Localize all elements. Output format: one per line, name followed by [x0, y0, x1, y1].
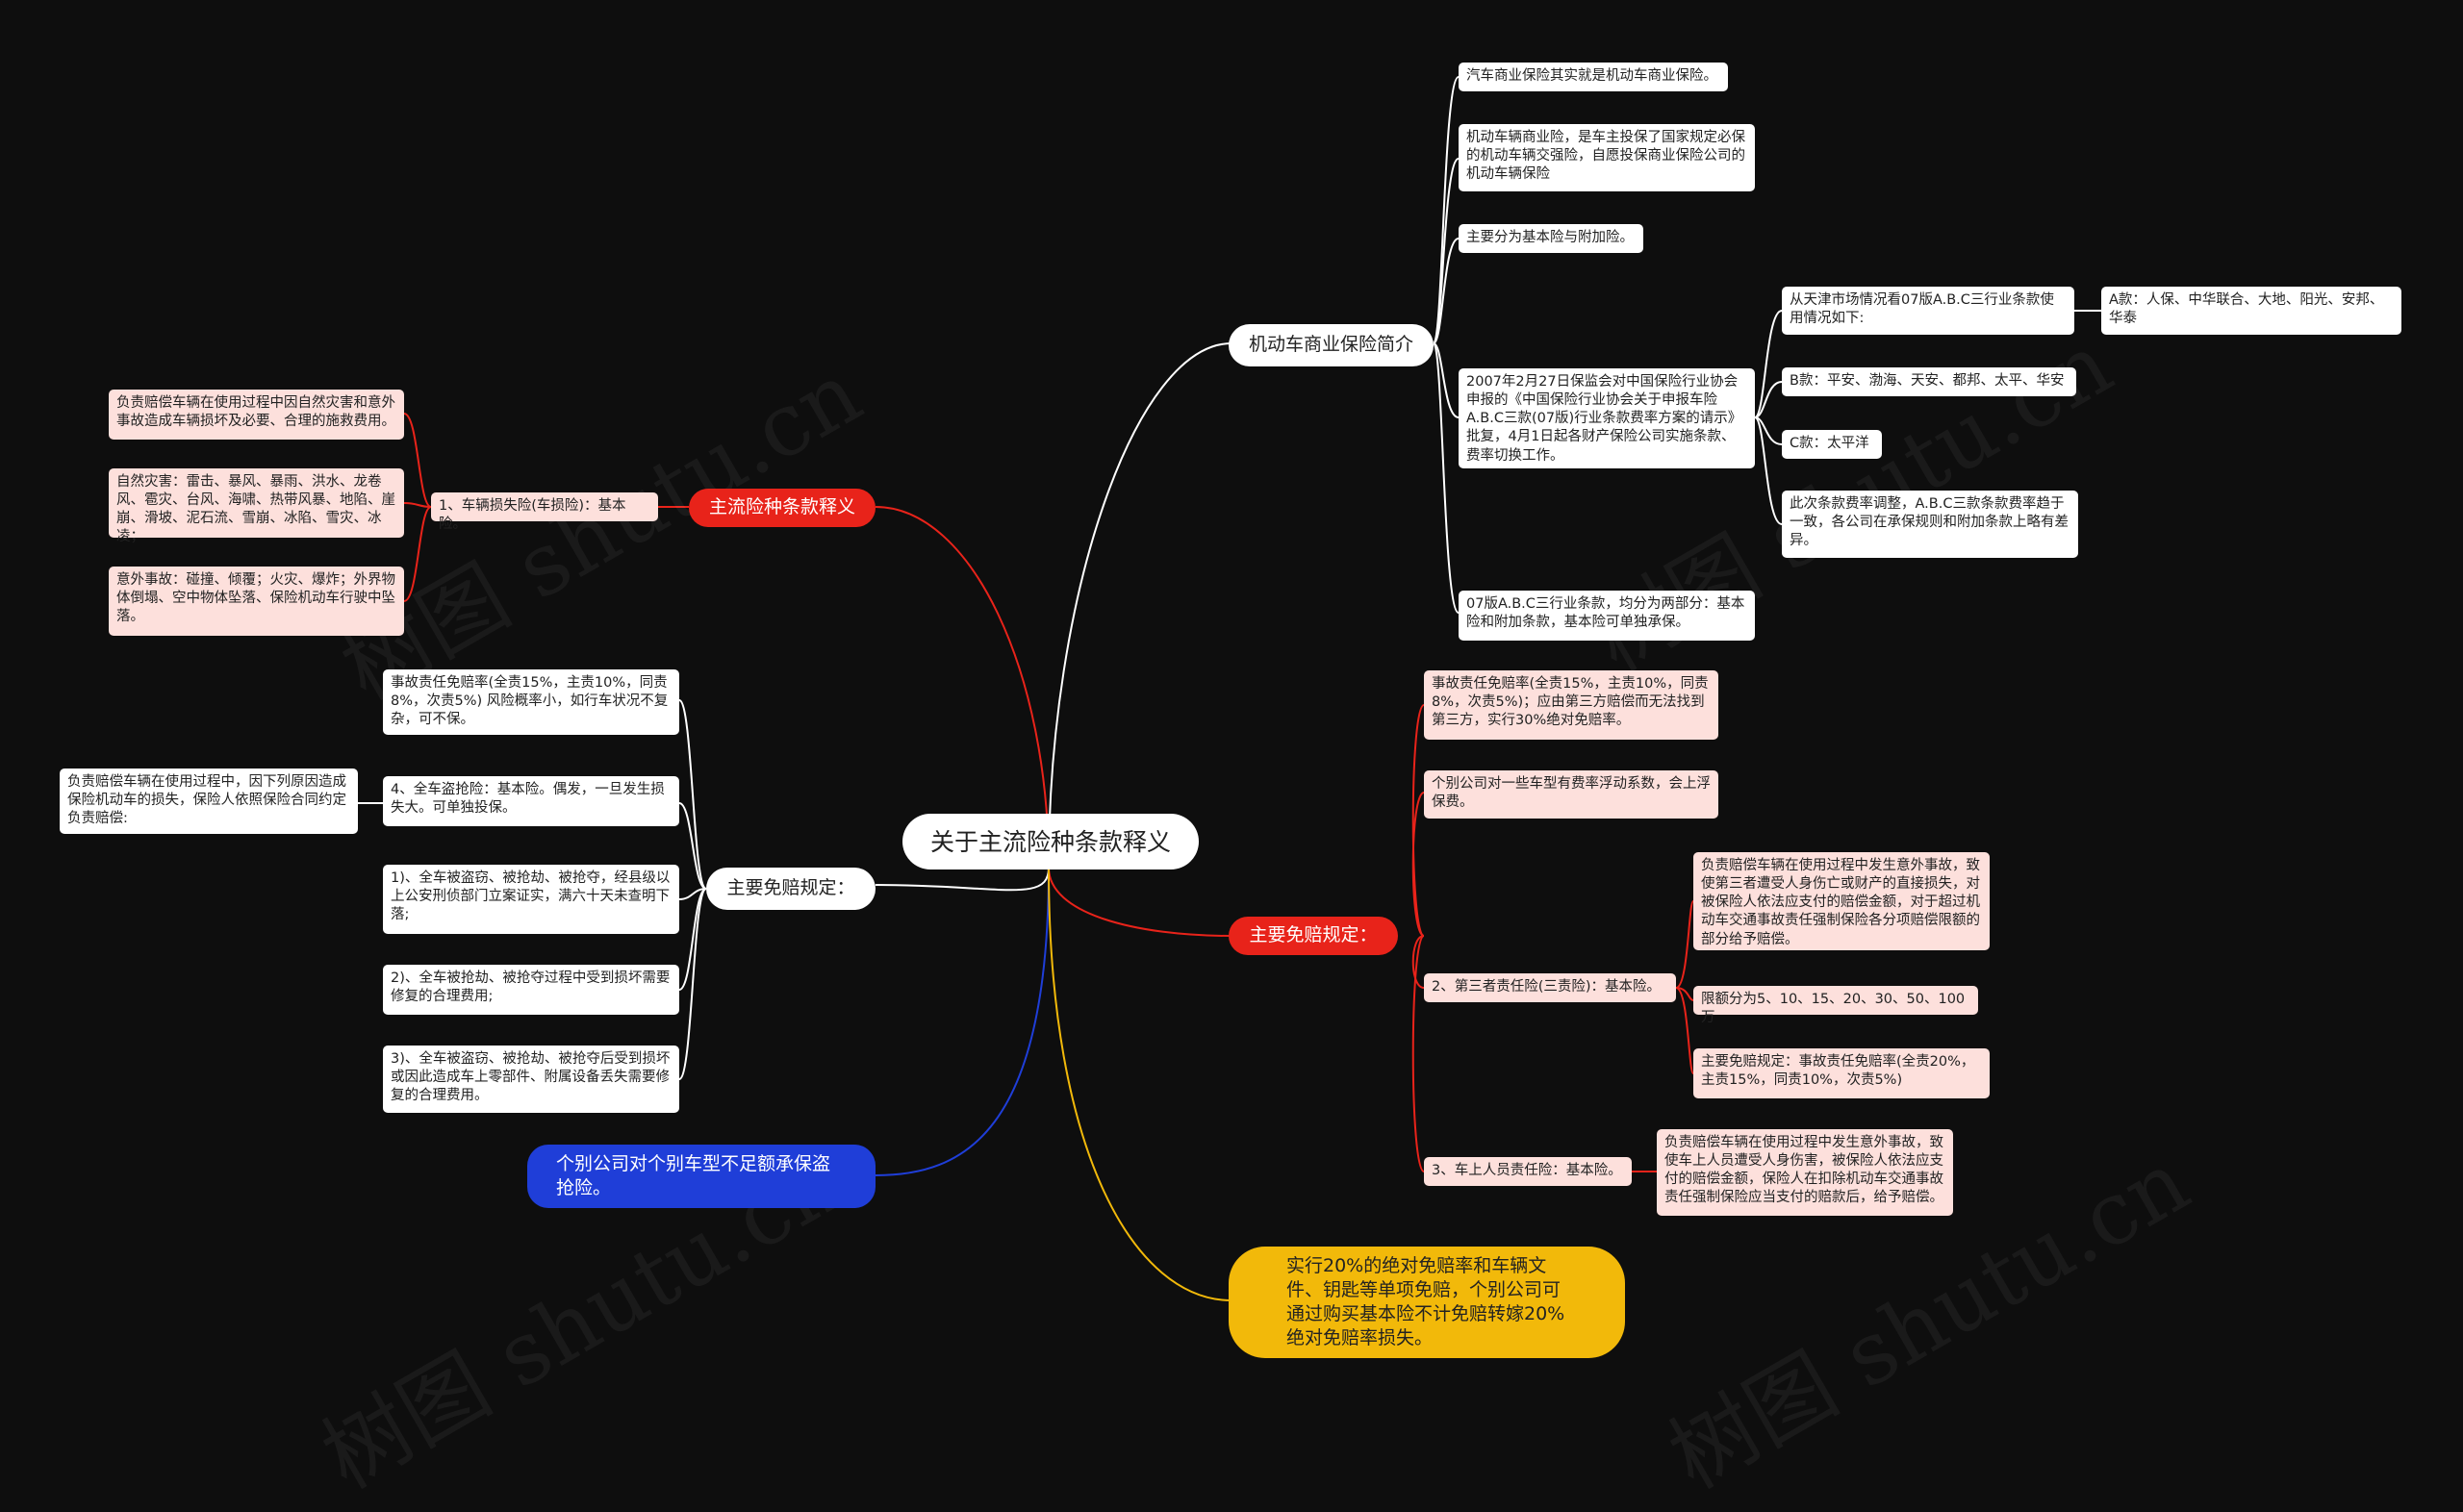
- intro-sub-item[interactable]: 从天津市场情况看07版A.B.C三行业条款使用情况如下:: [1782, 287, 2074, 335]
- left-exemption-item[interactable]: 4、全车盗抢险：基本险。偶发，一旦发生损失大。可单独投保。: [383, 776, 679, 826]
- intro-item[interactable]: 机动车辆商业险，是车主投保了国家规定必保的机动车辆交强险，自愿投保商业保险公司的…: [1459, 124, 1755, 191]
- branch-main-clause[interactable]: 主流险种条款释义: [689, 489, 876, 527]
- passenger-detail[interactable]: 负责赔偿车辆在使用过程中发生意外事故，致使车上人员遭受人身伤害，被保险人依法应支…: [1657, 1129, 1953, 1216]
- clause-detail[interactable]: 自然灾害：雷击、暴风、暴雨、洪水、龙卷风、雹灾、台风、海啸、热带风暴、地陷、崖崩…: [109, 468, 404, 544]
- left-exemption-item[interactable]: 事故责任免赔率(全责15%，主责10%，同责8%，次责5%) 风险概率小，如行车…: [383, 669, 679, 735]
- intro-sub-item[interactable]: 此次条款费率调整，A.B.C三款条款费率趋于一致，各公司在承保规则和附加条款上略…: [1782, 491, 2078, 558]
- clause-vehicle-loss[interactable]: 1、车辆损失险(车损险)：基本险。: [431, 492, 658, 532]
- clause-detail[interactable]: 负责赔偿车辆在使用过程中因自然灾害和意外事故造成车辆损坏及必要、合理的施救费用。: [109, 390, 404, 440]
- third-party-detail[interactable]: 负责赔偿车辆在使用过程中发生意外事故，致使第三者遭受人身伤亡或财产的直接损失，对…: [1693, 852, 1990, 950]
- branch-right-exemption[interactable]: 主要免赔规定：: [1229, 917, 1398, 955]
- center-topic[interactable]: 关于主流险种条款释义: [902, 814, 1199, 869]
- branch-left-exemption[interactable]: 主要免赔规定：: [706, 868, 876, 910]
- intro-sub-item[interactable]: C款：太平洋: [1782, 430, 1882, 459]
- intro-item[interactable]: 2007年2月27日保监会对中国保险行业协会申报的《中国保险行业协会关于申报车险…: [1459, 368, 1755, 468]
- left-exemption-item[interactable]: 2)、全车被抢劫、被抢夺过程中受到损坏需要修复的合理费用;: [383, 965, 679, 1015]
- third-party-limit[interactable]: 限额分为5、10、15、20、30、50、100万: [1693, 986, 1978, 1025]
- intro-sub-item[interactable]: B款：平安、渤海、天安、都邦、太平、华安: [1782, 367, 2076, 396]
- branch-absolute-deductible[interactable]: 实行20%的绝对免赔率和车辆文件、钥匙等单项免赔，个别公司可通过购买基本险不计免…: [1229, 1247, 1625, 1358]
- intro-item[interactable]: 汽车商业保险其实就是机动车商业保险。: [1459, 63, 1728, 91]
- intro-item[interactable]: 07版A.B.C三行业条款，均分为两部分：基本险和附加条款，基本险可单独承保。: [1459, 591, 1755, 641]
- intro-a-detail[interactable]: A款：人保、中华联合、大地、阳光、安邦、华泰: [2101, 287, 2401, 335]
- third-party-exemption[interactable]: 主要免赔规定：事故责任免赔率(全责20%，主责15%，同责10%，次责5%): [1693, 1048, 1990, 1098]
- clause-detail[interactable]: 意外事故：碰撞、倾覆；火灾、爆炸；外界物体倒塌、空中物体坠落、保险机动车行驶中坠…: [109, 567, 404, 636]
- theft-detail[interactable]: 负责赔偿车辆在使用过程中，因下列原因造成保险机动车的损失，保险人依照保险合同约定…: [60, 769, 358, 834]
- connector-lines: [358, 76, 2101, 1301]
- right-exemption-item[interactable]: 事故责任免赔率(全责15%，主责10%，同责8%，次责5%)；应由第三方赔偿而无…: [1424, 670, 1718, 740]
- intro-item[interactable]: 主要分为基本险与附加险。: [1459, 224, 1643, 253]
- clause-passenger[interactable]: 3、车上人员责任险：基本险。: [1424, 1157, 1632, 1186]
- left-exemption-item[interactable]: 1)、全车被盗窃、被抢劫、被抢夺，经县级以上公安刑侦部门立案证实，满六十天未查明…: [383, 865, 679, 934]
- branch-theft-note[interactable]: 个别公司对个别车型不足额承保盗抢险。: [527, 1145, 876, 1208]
- right-exemption-item[interactable]: 个别公司对一些车型有费率浮动系数，会上浮保费。: [1424, 770, 1718, 819]
- left-exemption-item[interactable]: 3)、全车被盗窃、被抢劫、被抢夺后受到损坏或因此造成车上零部件、附属设备丢失需要…: [383, 1046, 679, 1113]
- branch-intro[interactable]: 机动车商业保险简介: [1229, 324, 1434, 366]
- clause-third-party[interactable]: 2、第三者责任险(三责险)：基本险。: [1424, 973, 1676, 1002]
